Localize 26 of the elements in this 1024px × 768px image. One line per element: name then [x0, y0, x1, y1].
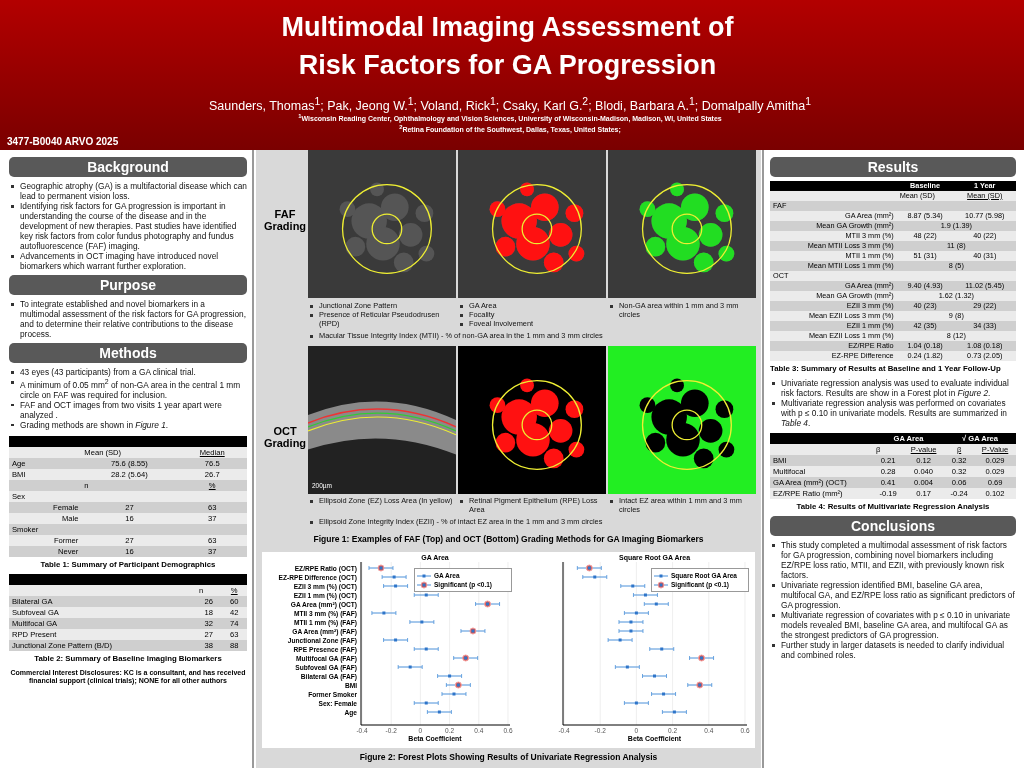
row-label: FAF Grading — [262, 208, 308, 232]
poster-id: 3477-B0040 ARVO 2025 — [7, 136, 119, 147]
figure-caption: Figure 2: Forest Plots Showing Results of Univariate Regression Analysis — [358, 752, 659, 762]
bullet-text: Multivariate regression of covariates with p ≤ 0.10 in univariate models revealed BMI, baseline GA area, and multifocal GA as the strongest predictors of GA progression. — [770, 610, 1016, 640]
poster-title: Multimodal Imaging Assessment of Risk Factors for GA Progression — [280, 11, 735, 82]
bullet-text: Advancements in OCT imaging have introduced novel biomarkers which warrant further exploration. — [9, 251, 247, 271]
bullet-text: Multivariate regression analysis was performed on covariates with p ≤ 0.10 in univariate models. Results are summarized in Table 4. — [770, 398, 1016, 428]
bullet-text: Grading methods are shown in Figure 1. — [9, 419, 247, 430]
bullet-text: 43 eyes (43 participants) from a GA clinical trial. — [9, 367, 247, 377]
section-header: Background — [9, 157, 247, 177]
bullet-text: Identifying risk factors for GA progression is important in understanding the course of the disease and in the development of new therapies. Past studies have identified key risk factors from color fundus photography and fundus autofluorescence (FAF) imaging. — [9, 201, 247, 251]
section-header: Results — [770, 157, 1016, 177]
bullet-text: This study completed a multimodal assessment of risk factors for GA progression, combining novel biomarkers including EZ/RPE loss ratio, MTII, and EZII, with previously known risk factors. — [770, 540, 1016, 580]
section-header: Purpose — [9, 275, 247, 295]
section-header: Conclusions — [770, 516, 1016, 536]
bullet-text: A minimum of 0.05 mm$^{2}$ of non-GA area in the central 1 mm circle on FAF was required for inclusion. — [9, 377, 247, 400]
bullet-text: Univariate regression analysis was used to evaluate individual risk factors. Results are show in a Forest plot in Figure 2. — [770, 378, 1016, 398]
bullet-text: To integrate established and novel biomarkers in a multimodal assessment of the risk factors for GA progression, and to determine their relative contributions to the disease process. — [9, 299, 247, 339]
row-label: OCT Grading — [262, 425, 308, 449]
bullet-text: Geographic atrophy (GA) is a multifactorial disease which can lead to permanent vision loss. — [9, 181, 247, 201]
bullet-text: Further study in larger datasets is needed to clarify individual and combined roles. — [770, 640, 1016, 660]
section-header: Methods — [9, 343, 247, 363]
bullet-text: FAF and OCT images from two visits 1 year apart were analyzed . — [9, 399, 247, 420]
bullet-text: Univariate regression identified BMI, baseline GA area, multifocal GA, and EZ/RPE loss ratio as significant predictors of GA progression. — [770, 580, 1016, 610]
figure-caption: Figure 1: Examples of FAF (Top) and OCT (Bottom) Grading Methods for GA Imaging Biomarkers — [312, 534, 705, 544]
author-list: Saunders, Thomas$^{1}$; Pak, Jeong W.$^{1}$; Voland, Rick$^{1}$; Csaky, Karl G.$^{2}$; Blodi, Barbara A.$^{1}$; Domalpally Amitha$^{1}$ — [100, 96, 920, 114]
